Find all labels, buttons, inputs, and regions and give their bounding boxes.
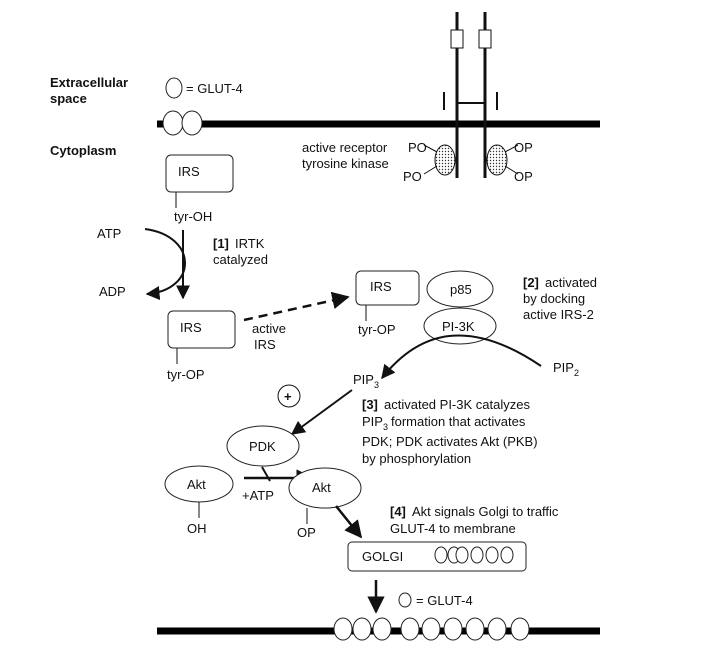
step4-label: Akt signals Golgi to traffic <box>412 504 559 519</box>
cytoplasm-label: Cytoplasm <box>50 143 116 158</box>
step1-label: IRTK <box>235 236 265 251</box>
op-label: OP <box>514 140 533 155</box>
glut4-inserted-transporters <box>333 617 530 641</box>
irs-box-docked <box>355 270 420 306</box>
irs-box-phosphorylated <box>167 310 236 349</box>
tyr-op-label: tyr-OP <box>358 322 396 337</box>
golgi-label: GOLGI <box>362 549 403 564</box>
glut4-transporter <box>181 110 203 136</box>
kinase-domain <box>486 144 508 176</box>
glut4-legend-icon <box>165 77 183 99</box>
akt-label: Akt <box>187 477 206 492</box>
pi3k-subunit <box>423 307 497 345</box>
step4-number: [4] <box>390 504 406 519</box>
glut4-legend-label: = GLUT-4 <box>416 593 473 608</box>
irs-label: IRS <box>178 164 200 179</box>
step2-label-2: by docking <box>523 291 585 306</box>
active-irs-dashed-arrow <box>243 291 350 322</box>
step1-number: [1] <box>213 236 229 251</box>
extracellular-label: Extracellular <box>50 75 128 90</box>
pip3-label: PIP3 <box>353 372 379 390</box>
p85-subunit <box>426 270 494 308</box>
tyr-op-label: tyr-OP <box>167 367 205 382</box>
irs-box <box>165 154 234 193</box>
pip2-to-pip3-arrow <box>381 334 542 380</box>
pdk-label: PDK <box>249 439 276 454</box>
adp-label: ADP <box>99 284 126 299</box>
extracellular-label-2: space <box>50 91 87 106</box>
receptor-label-2: tyrosine kinase <box>302 156 389 171</box>
receptor-label: active receptor <box>302 140 388 155</box>
pi3k-label: PI-3K <box>442 319 475 334</box>
active-irs-label: active <box>252 321 286 336</box>
active-irs-label-2: IRS <box>254 337 276 352</box>
step2-label-3: active IRS-2 <box>523 307 594 322</box>
p85-label: p85 <box>450 282 472 297</box>
step4-label-2: GLUT-4 to membrane <box>390 521 516 536</box>
plus-atp-label: +ATP <box>242 488 274 503</box>
step3-label-4: by phosphorylation <box>362 451 471 466</box>
oh-label: OH <box>187 521 207 536</box>
step2-label: activated <box>545 275 597 290</box>
step3-label: activated PI-3K catalyzes <box>384 397 530 412</box>
step2-number: [2] <box>523 275 539 290</box>
golgi-vesicles <box>434 546 514 564</box>
po-label: PO <box>408 140 427 155</box>
po-label: PO <box>403 169 422 184</box>
pip3-activates-pdk-arrow <box>290 389 353 435</box>
pdk-enzyme <box>226 425 300 467</box>
glut4-legend-label: = GLUT-4 <box>186 81 243 96</box>
step3-label-3: PDK; PDK activates Akt (PKB) <box>362 434 538 449</box>
atp-label: ATP <box>97 226 121 241</box>
glut4-legend-icon <box>398 592 412 608</box>
irs-label: IRS <box>370 279 392 294</box>
akt-to-golgi-arrow <box>335 505 363 539</box>
irs-label: IRS <box>180 320 202 335</box>
akt-active <box>288 467 362 509</box>
glut4-transporter <box>162 110 184 136</box>
step1-label-2: catalyzed <box>213 252 268 267</box>
step3-number: [3] <box>362 397 378 412</box>
atp-adp-arrow <box>144 228 186 300</box>
op-label: OP <box>514 169 533 184</box>
akt-label: Akt <box>312 480 331 495</box>
tyr-oh-label: tyr-OH <box>174 209 212 224</box>
op-label-akt: OP <box>297 525 316 540</box>
pip2-label: PIP2 <box>553 360 579 378</box>
insulin-receptor <box>423 12 519 178</box>
plus-sign: + <box>284 389 292 404</box>
kinase-domain <box>434 144 456 176</box>
positive-modulator <box>277 384 301 408</box>
